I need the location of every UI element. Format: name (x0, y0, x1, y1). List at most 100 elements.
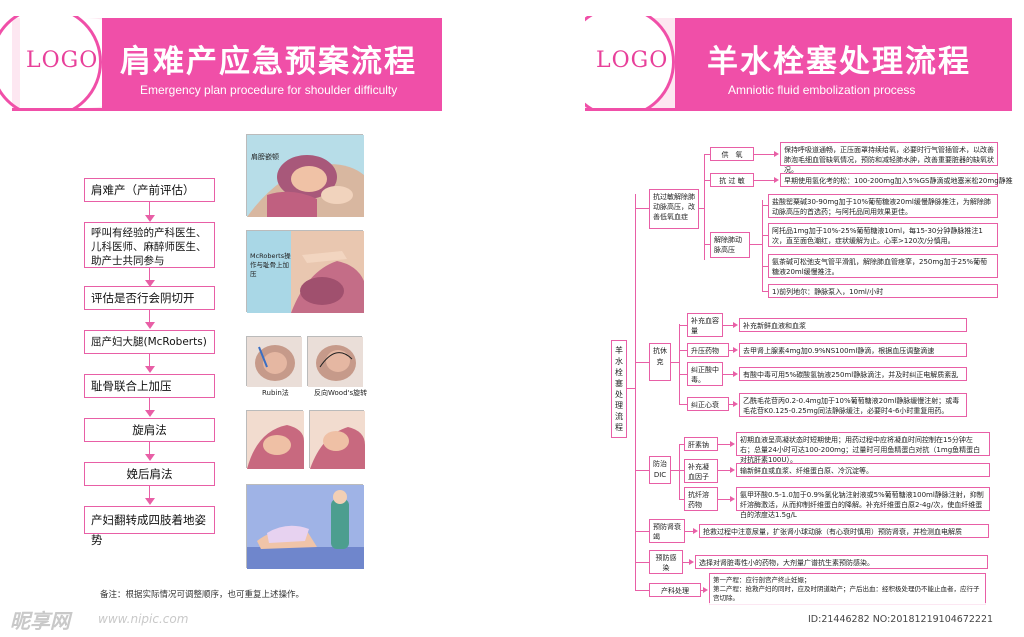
detail-infection: 选择对肾脏毒性小的药物，大剂量广谱抗生素预防感染。 (695, 555, 988, 569)
step-2: 呼叫有经验的产科医生、儿科医师、麻醉师医生、助产士共同参与 (84, 222, 215, 268)
detail-fibrin: 氨甲环酸0.5-1.0加于0.9%氯化钠注射液或5%葡萄糖液100ml静脉注射，… (736, 487, 990, 519)
sub-fibrin: 抗纤溶药物 (684, 487, 718, 511)
detail-heart: 乙酰毛花苷丙0.2-0.4mg加于10%葡萄糖液20ml静脉缓慢注射；或毒毛花苷… (739, 393, 967, 417)
watermark-site: www.nipic.com (98, 612, 189, 626)
right-header-line (585, 108, 1012, 111)
arrow-head-4 (145, 366, 155, 373)
illustration-rotation-2 (309, 410, 365, 469)
infection-arrow (689, 559, 694, 565)
acidosis-link (679, 374, 687, 375)
g3-spine (679, 444, 680, 500)
pulm-link (704, 244, 710, 245)
heart-arrow-line (729, 404, 733, 405)
left-title: 肩难产应急预案流程 (120, 44, 417, 80)
g1-link (635, 208, 649, 209)
arrow-2 (149, 268, 150, 282)
arrow-5 (149, 398, 150, 412)
g4-link (635, 531, 649, 532)
sub-pressor: 升压药物 (687, 343, 729, 357)
obstetric-arrow (703, 587, 708, 593)
arrow-head-2 (145, 280, 155, 287)
pulm1-link (762, 205, 768, 206)
arrow-3 (149, 310, 150, 324)
step-5: 耻骨联合上加压 (84, 374, 215, 398)
g1-stub (699, 208, 704, 209)
step-1: 肩难产（产前评估） (84, 178, 215, 202)
pulm3-link (762, 266, 768, 267)
antiallergy-arrow (774, 177, 779, 183)
arrow-head-7 (145, 498, 155, 505)
antiallergy-link (704, 180, 710, 181)
illustration-rotation-1 (246, 410, 304, 469)
g1-spine (704, 154, 705, 260)
sub-heart: 纠正心衰 (687, 397, 729, 411)
illustration-label-2: McRoberts操作与耻骨上加压 (250, 252, 291, 278)
right-subtitle: Amniotic fluid embolization process (728, 83, 916, 97)
pressor-arrow (733, 347, 738, 353)
sub-heparin: 肝素钠 (684, 437, 718, 451)
left-logo-arc (0, 16, 102, 108)
illustration-woods (307, 336, 363, 387)
watermark-logo: 昵享网 (10, 609, 70, 633)
root-connector (627, 388, 635, 389)
oxygen-arrow (774, 151, 779, 157)
g2-stub (671, 362, 679, 363)
kidney-arrow (693, 528, 698, 534)
fibrin-arrow (730, 496, 735, 502)
left-title-panel (102, 18, 442, 108)
right-title-panel (675, 18, 1012, 108)
arrow-head-6 (145, 454, 155, 461)
detail-pulm-2: 阿托品1mg加于10%-25%葡萄糖液10ml，每15-30分钟静脉推注1次，直… (768, 223, 998, 247)
pulm-spine (762, 200, 763, 292)
acidosis-arrow-line (723, 374, 733, 375)
heparin-arrow-line (718, 444, 730, 445)
pulm-stub (750, 244, 762, 245)
blood-arrow (733, 322, 738, 328)
right-logo-arc (585, 16, 675, 108)
coag-arrow (730, 467, 735, 473)
illustration-label-3b: 反向Wood's旋转 (314, 389, 368, 397)
step-3: 评估是否行会阴切开 (84, 286, 215, 310)
detail-oxygen: 保持呼吸道通畅，正压面罩持续给氧，必要时行气管插管术，以改善肺泡毛细血管缺氧情况… (780, 142, 998, 174)
group-2: 抗休克 (649, 343, 671, 381)
arrow-head-5 (145, 410, 155, 417)
detail-pulm-3: 氨茶碱可松弛支气管平滑肌，解除肺血管痉挛，250mg加于25%葡萄糖液20ml缓… (768, 254, 998, 278)
oxygen-link (704, 154, 710, 155)
g2-spine (679, 324, 680, 404)
illustration-shoulder-dystocia (246, 134, 364, 217)
oxygen-arrow-line (754, 154, 774, 155)
pulm4-link (762, 291, 768, 292)
blood-arrow-line (723, 325, 733, 326)
detail-pulm-4: 1)前列地尔：静脉泵入，10ml/小时 (768, 284, 998, 298)
step-8: 产妇翻转成四肢着地姿势 (84, 506, 215, 547)
coag-link (679, 470, 684, 471)
detail-coag: 输新鲜血或血浆、纤维蛋白原、冷沉淀等。 (736, 463, 990, 477)
group-3: 防治DIC (649, 456, 671, 484)
arrow-head-1 (145, 215, 155, 222)
acidosis-arrow (733, 371, 738, 377)
left-note: 备注：根据实际情况可调整顺序，也可重复上述操作。 (100, 590, 305, 600)
blood-link (679, 325, 687, 326)
heart-link (679, 404, 687, 405)
coag-arrow-line (718, 470, 730, 471)
detail-obstetric: 第一产程：应行剖宫产终止妊娠； 第二产程：抢救产妇的同时，应及时阴道助产；产后出… (709, 573, 986, 605)
illustration-label-3a: Rubin法 (262, 389, 289, 397)
pulm2-link (762, 235, 768, 236)
step-6: 旋肩法 (84, 418, 215, 442)
sub-acidosis: 纠正酸中毒。 (687, 362, 723, 386)
group-1: 抗过敏解除肺动脉高压，改善低氧血症 (649, 189, 699, 229)
fibrin-link (679, 499, 684, 500)
detail-heparin: 初期血液呈高凝状态时短期使用；用药过程中应将凝血时间控制在15分钟左右；总量24… (736, 432, 990, 464)
illustration-label-1: 肩膀嵌顿 (251, 153, 279, 161)
detail-pulm-1: 盐酸罂粟碱30-90mg加于10%葡萄糖液20ml缓慢静脉推注，为解除肺动脉高压… (768, 194, 998, 218)
obstetric-arrow-line (701, 590, 703, 591)
right-title: 羊水栓塞处理流程 (707, 44, 971, 80)
detail-acidosis: 有酸中毒可用5%碳酸氢钠液250ml静脉滴注，并及时纠正电解质紊乱 (739, 367, 967, 381)
infection-arrow-line (683, 562, 689, 563)
arrow-6 (149, 442, 150, 456)
illustration-mcroberts (246, 230, 364, 313)
group-6: 产科处理 (649, 583, 701, 597)
sub-blood: 补充血容量 (687, 313, 723, 337)
root-node: 羊水栓塞处理流程 (611, 340, 627, 438)
step-7: 娩后肩法 (84, 462, 215, 486)
